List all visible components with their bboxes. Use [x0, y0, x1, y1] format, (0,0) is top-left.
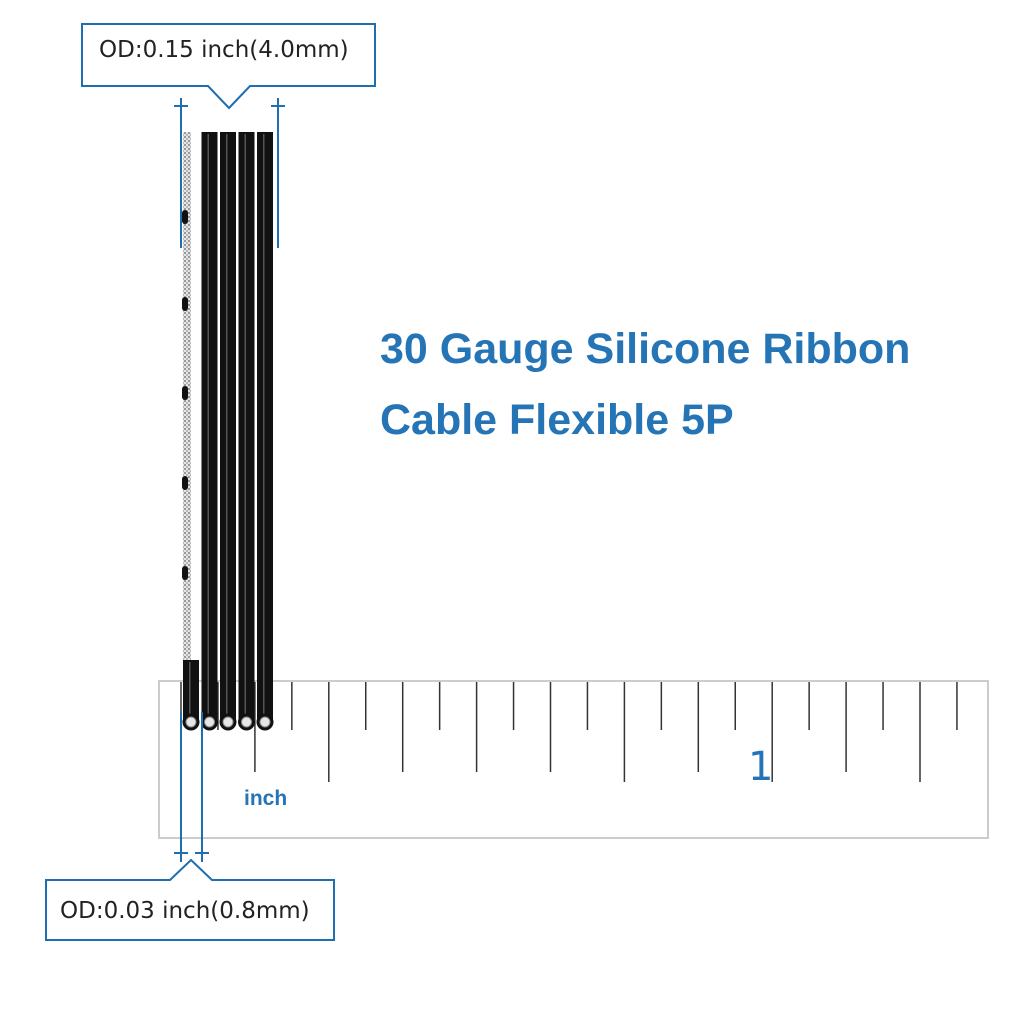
overall-od-callout	[81, 23, 376, 110]
wire	[256, 132, 274, 731]
strip-dots	[182, 210, 188, 580]
wire-od-callout	[45, 858, 335, 941]
ruler-body	[158, 680, 989, 839]
ruler-major-label: 1	[748, 744, 774, 790]
callout-box	[45, 858, 335, 941]
ruler	[158, 680, 989, 839]
wire	[182, 660, 200, 731]
overall-od-dimension	[174, 98, 285, 248]
wire-od-dimension	[174, 712, 209, 862]
ruler-ticks	[180, 682, 958, 792]
ribbon-cable	[182, 132, 274, 731]
wire-od-label: OD:0.03 inch(0.8mm)	[60, 898, 310, 924]
ruler-unit-label: inch	[244, 787, 288, 810]
wire-group	[182, 132, 274, 731]
callout-box	[81, 23, 376, 110]
product-title-line-2: Cable Flexible 5P	[380, 396, 734, 444]
overall-od-label: OD:0.15 inch(4.0mm)	[99, 37, 349, 63]
wire	[201, 132, 218, 731]
wire	[238, 132, 255, 731]
product-title-line-1: 30 Gauge Silicone Ribbon	[380, 325, 911, 373]
wire	[219, 132, 237, 731]
